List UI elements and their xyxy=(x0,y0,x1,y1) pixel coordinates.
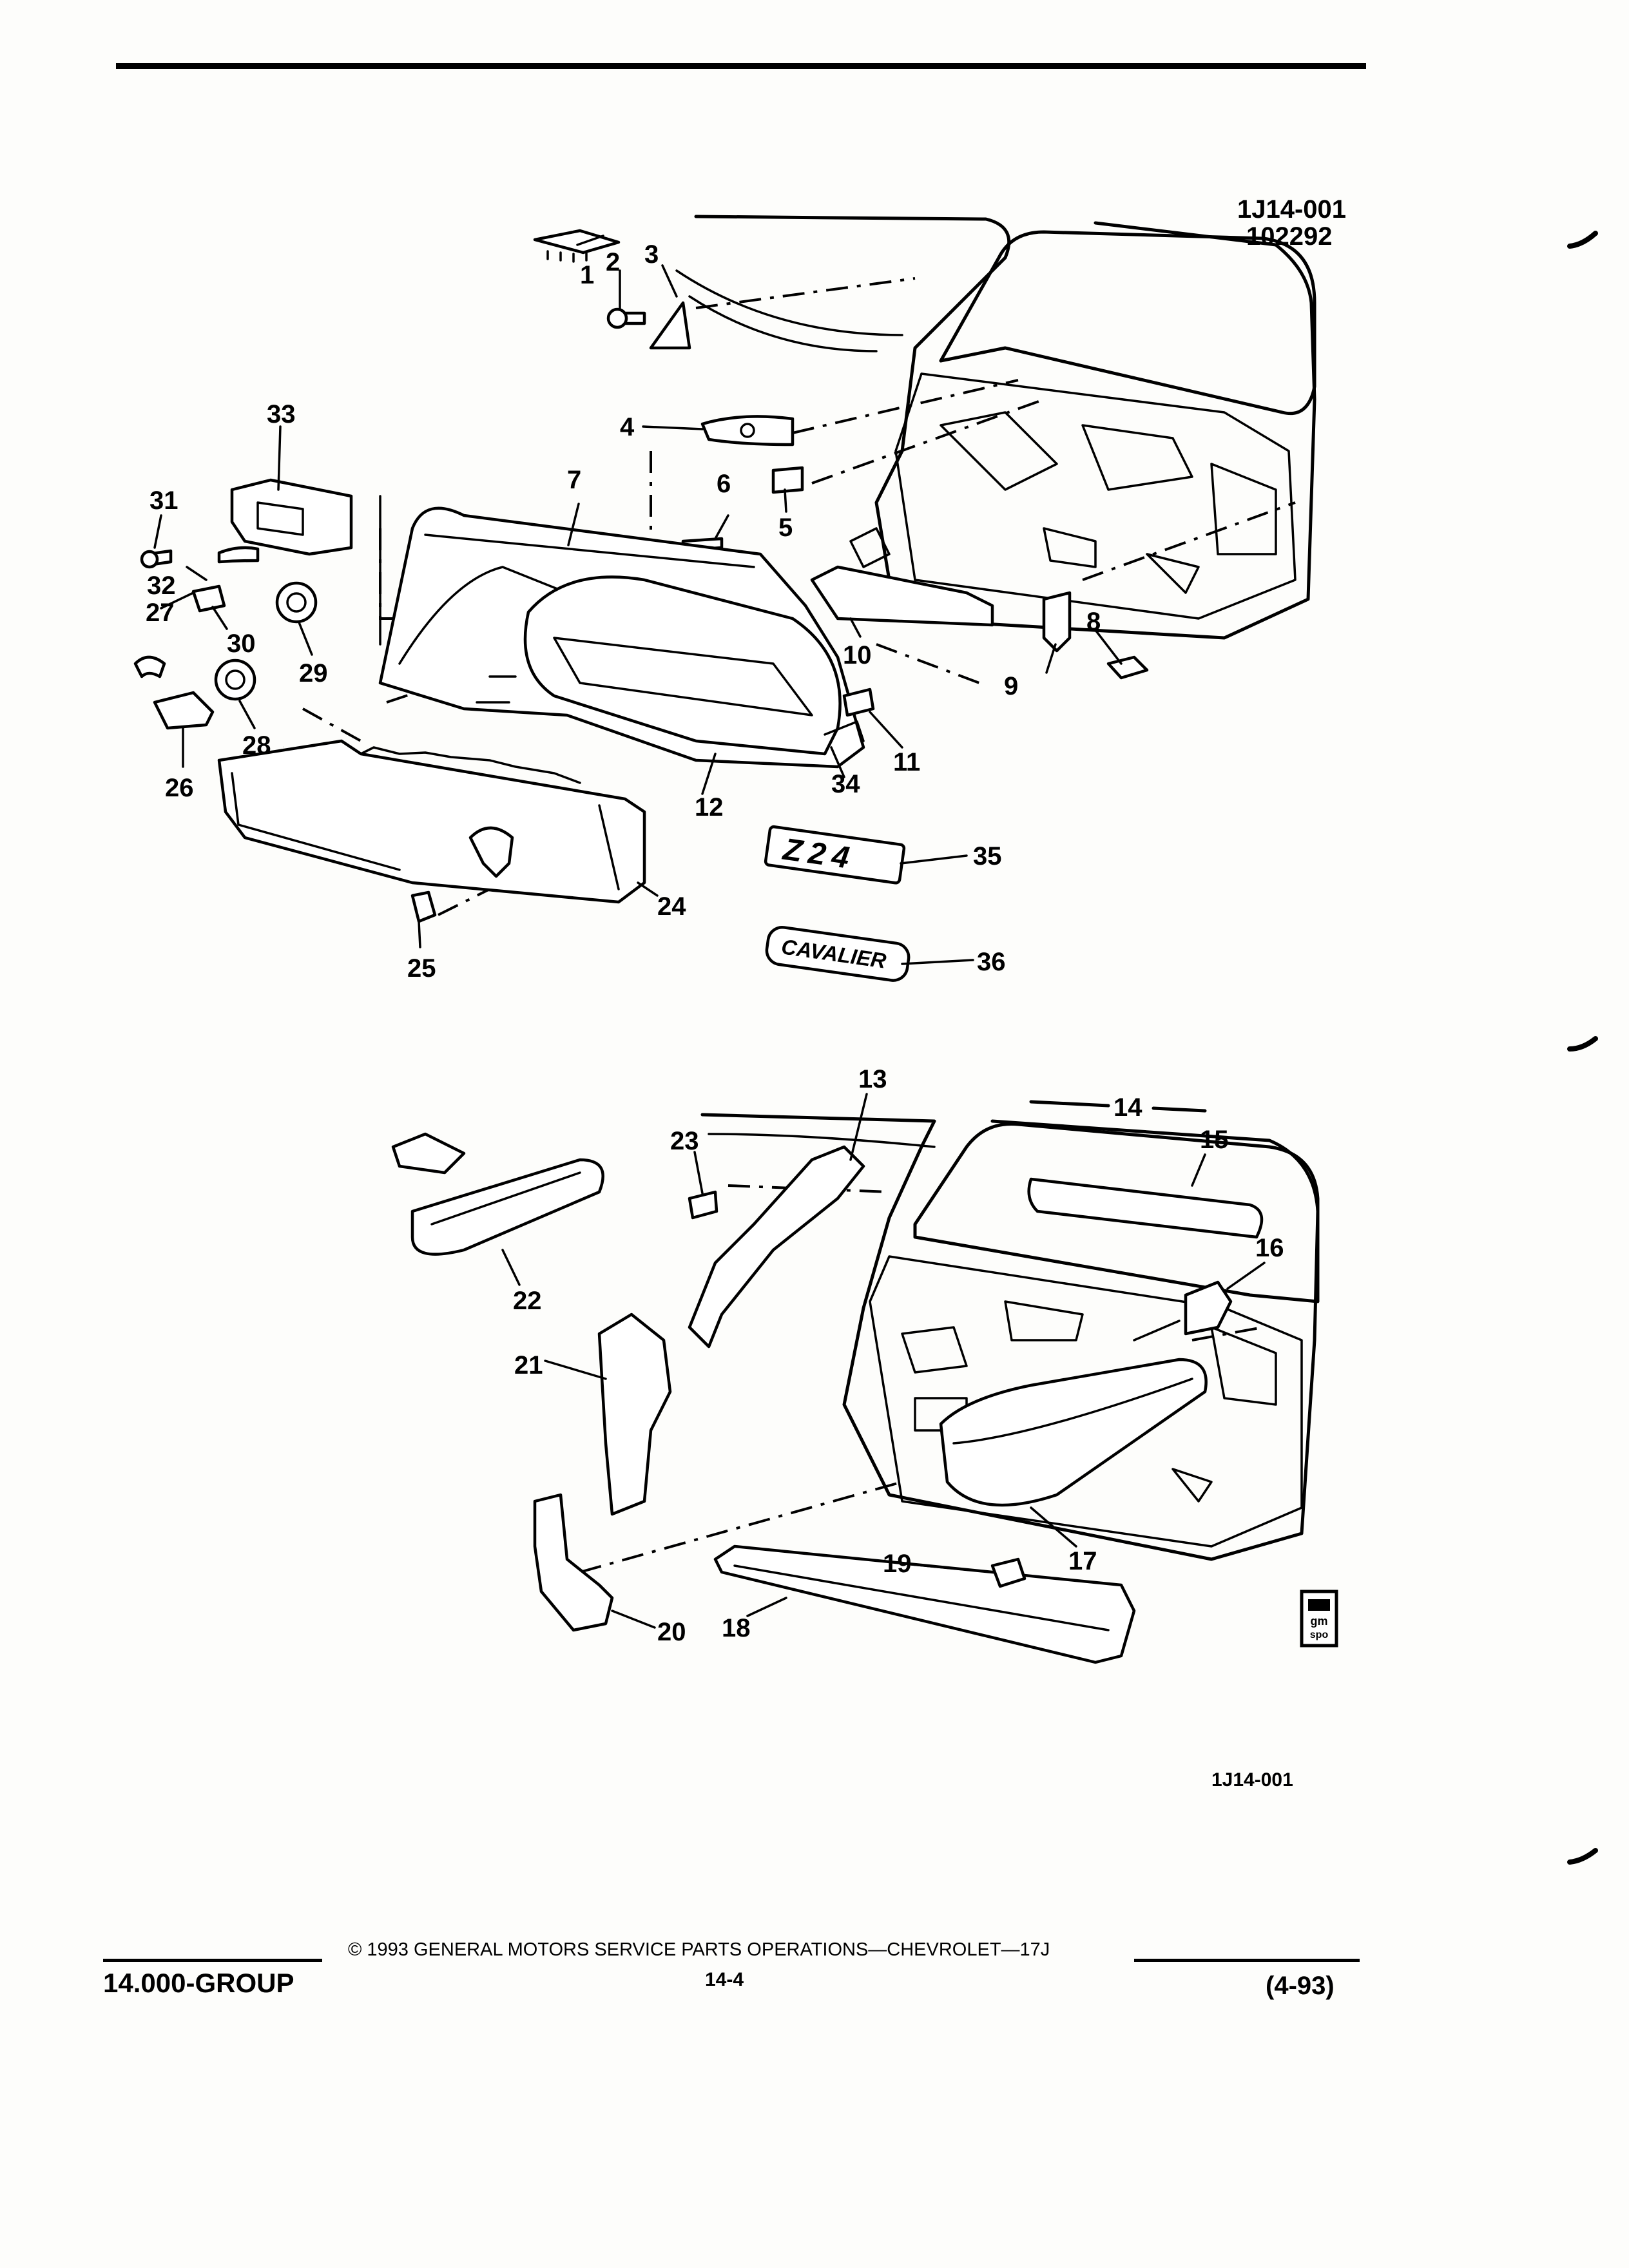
part-28-bezel xyxy=(214,658,256,701)
part-5-clip xyxy=(771,466,804,494)
callout-26: 26 xyxy=(165,774,194,802)
callout-18: 18 xyxy=(722,1614,751,1642)
part-1-clip xyxy=(533,229,621,255)
top-rule xyxy=(116,63,1366,69)
callout-36: 36 xyxy=(977,948,1006,976)
part-24-pull-cup xyxy=(468,826,514,878)
callout-10: 10 xyxy=(843,641,872,669)
callout-35: 35 xyxy=(973,842,1002,870)
callout-22: 22 xyxy=(513,1287,542,1315)
callout-29: 29 xyxy=(299,659,328,687)
part-23-clip xyxy=(688,1190,718,1220)
part-13-pillar-garnish xyxy=(688,1145,865,1349)
part-35-z24-emblem: Z24 xyxy=(764,825,906,885)
callout-13: 13 xyxy=(858,1065,887,1093)
footer-page-number: 14-4 xyxy=(705,1969,744,1990)
callout-27: 27 xyxy=(146,599,175,627)
footer-group: 14.000-GROUP xyxy=(103,1968,294,1998)
part-18-sill-plate xyxy=(713,1544,1136,1664)
figure-date-code: 102292 xyxy=(1246,222,1332,251)
badge-line2: spo xyxy=(1310,1629,1329,1640)
badge-line1: gm xyxy=(1311,1615,1328,1628)
callout-33: 33 xyxy=(267,400,296,428)
part-29-escutcheon xyxy=(275,581,318,624)
callout-32: 32 xyxy=(147,572,176,600)
upper-view: Z24 CAVALIER xyxy=(133,215,1316,982)
figure-id-top: 1J14-001 xyxy=(1237,195,1346,224)
part-32-lever xyxy=(217,546,260,564)
part-36-cavalier-emblem: CAVALIER xyxy=(765,925,911,982)
callout-8: 8 xyxy=(1086,608,1101,636)
callout-30: 30 xyxy=(227,629,256,658)
callout-21: 21 xyxy=(514,1351,543,1379)
callout-9: 9 xyxy=(1004,672,1018,700)
binding-mark-2 xyxy=(1567,1036,1598,1052)
callout-7: 7 xyxy=(567,466,581,494)
window-glass-upper xyxy=(939,230,1316,416)
part-19-screw xyxy=(990,1557,1027,1588)
footer-copyright: © 1993 GENERAL MOTORS SERVICE PARTS OPER… xyxy=(348,1939,1050,1960)
part-3-patch xyxy=(649,301,691,350)
part-24-lower-trim xyxy=(217,739,646,904)
callout-34: 34 xyxy=(831,770,860,798)
callout-23: 23 xyxy=(670,1127,699,1155)
window-glass-lower xyxy=(913,1122,1320,1303)
part-17-sunvisor xyxy=(939,1358,1208,1507)
part-33-switch-housing xyxy=(230,478,353,556)
part-15-weatherstrip xyxy=(1027,1177,1264,1239)
callout-17: 17 xyxy=(1068,1547,1097,1575)
callout-2: 2 xyxy=(606,248,620,276)
door-inner-panel-upper xyxy=(894,372,1296,620)
part-21-bracket xyxy=(597,1312,672,1516)
binding-mark-3 xyxy=(1567,1848,1598,1865)
callout-labels: 1 2 3 4 5 6 7 8 9 10 11 12 13 14 15 16 1… xyxy=(146,240,1284,1646)
part-30-knob xyxy=(191,584,226,613)
callout-31: 31 xyxy=(149,486,178,515)
callout-24: 24 xyxy=(657,892,686,921)
door-inner-panel-lower xyxy=(869,1255,1303,1548)
callout-1: 1 xyxy=(580,261,594,289)
part-27-ring xyxy=(133,655,166,678)
callout-16: 16 xyxy=(1255,1234,1284,1262)
part-22-mount xyxy=(391,1132,466,1175)
callout-12: 12 xyxy=(695,793,724,822)
callout-3: 3 xyxy=(644,240,659,269)
figure-id-bottom: 1J14-001 xyxy=(1211,1769,1293,1791)
part-22-mirror xyxy=(410,1158,604,1256)
callout-19: 19 xyxy=(883,1550,912,1578)
part-8-fastener xyxy=(1106,655,1149,680)
callout-15: 15 xyxy=(1200,1126,1229,1154)
part-10-bracket xyxy=(810,565,994,627)
footer-rule-left xyxy=(103,1959,322,1962)
part-4-handle xyxy=(700,415,795,447)
gm-spo-badge: gm spo xyxy=(1300,1590,1338,1648)
lower-view: gm spo xyxy=(391,1093,1338,1664)
part-16-visor-bracket xyxy=(1184,1280,1233,1336)
callout-25: 25 xyxy=(407,954,436,983)
callout-11: 11 xyxy=(893,748,920,776)
part-11-switch xyxy=(842,687,875,717)
callout-5: 5 xyxy=(778,514,793,542)
part-26-handle xyxy=(153,691,215,730)
callout-28: 28 xyxy=(242,731,271,760)
callout-4: 4 xyxy=(620,413,635,441)
part-25-clip xyxy=(410,890,437,923)
part-20-kick-panel xyxy=(533,1493,614,1632)
part-9-bracket xyxy=(1042,591,1072,653)
footer-rule-right xyxy=(1134,1959,1360,1962)
footer-revision: (4-93) xyxy=(1266,1972,1335,2000)
callout-20: 20 xyxy=(657,1618,686,1646)
callout-6: 6 xyxy=(717,470,731,498)
callout-14: 14 xyxy=(1113,1093,1142,1122)
door-frame-lower xyxy=(700,1113,1320,1561)
part-12-armrest xyxy=(523,575,842,756)
binding-mark-1 xyxy=(1567,231,1598,249)
